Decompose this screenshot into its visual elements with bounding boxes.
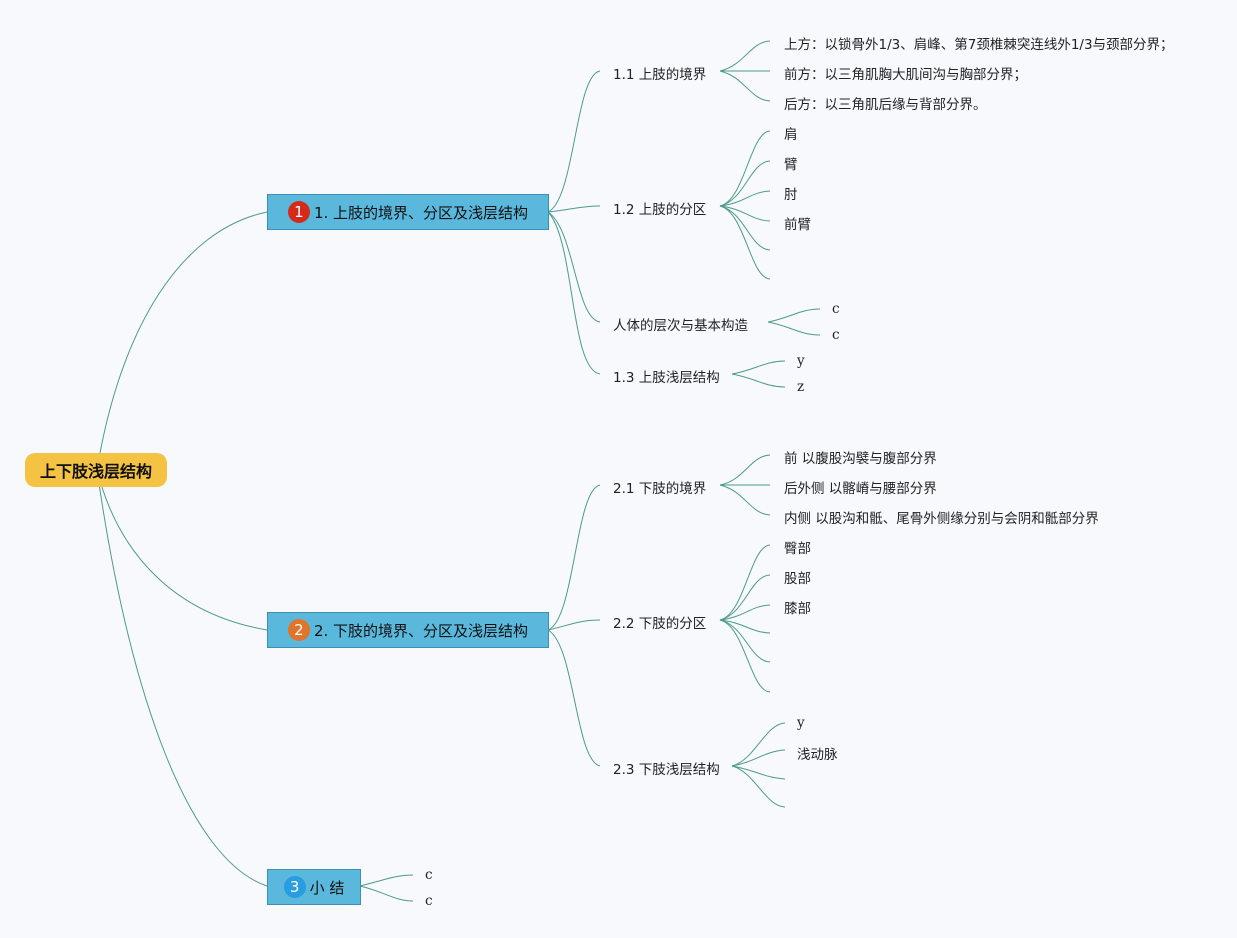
root-label: 上下肢浅层结构	[39, 462, 152, 481]
subtopic-node[interactable]: 1.3 上肢浅层结构	[613, 370, 720, 386]
leaf-node[interactable]: 后外侧 以髂嵴与腰部分界	[784, 481, 937, 497]
leaf-node[interactable]: 臂	[784, 157, 798, 173]
number-badge-icon: 1	[287, 201, 310, 223]
subtopic-node[interactable]: 2.3 下肢浅层结构	[613, 762, 720, 778]
number-badge-icon: 2	[287, 619, 310, 641]
root-node[interactable]: 上下肢浅层结构	[25, 453, 167, 487]
leaf-node[interactable]: 前 以腹股沟襞与腹部分界	[784, 451, 937, 467]
leaf-node[interactable]: 臀部	[784, 541, 811, 557]
leaf-node[interactable]: c	[832, 327, 840, 343]
subtopic-node[interactable]: 1.2 上肢的分区	[613, 202, 707, 218]
leaf-node[interactable]: 浅动脉	[797, 747, 838, 763]
branch-node-2[interactable]: 2 2. 下肢的境界、分区及浅层结构	[267, 612, 549, 648]
leaf-node[interactable]: 前方：以三角肌胸大肌间沟与胸部分界；	[784, 67, 1027, 83]
leaf-node[interactable]: y	[797, 715, 805, 731]
leaf-node[interactable]: 股部	[784, 571, 811, 587]
leaf-node[interactable]: c	[832, 301, 840, 317]
leaf-node[interactable]: 肩	[784, 127, 798, 143]
leaf-node[interactable]: 后方：以三角肌后缘与背部分界。	[784, 97, 987, 113]
number-badge-icon: 3	[283, 876, 306, 898]
leaf-node[interactable]: c	[425, 893, 433, 909]
leaf-node[interactable]: 内侧 以股沟和骶、尾骨外侧缘分别与会阴和骶部分界	[784, 511, 1099, 527]
leaf-node[interactable]: z	[797, 379, 805, 395]
subtopic-node[interactable]: 2.2 下肢的分区	[613, 616, 707, 632]
branch-label: 小 结	[309, 878, 345, 897]
branch-label: 1. 上肢的境界、分区及浅层结构	[313, 203, 529, 222]
branch-node-1[interactable]: 1 1. 上肢的境界、分区及浅层结构	[267, 194, 549, 230]
subtopic-node[interactable]: 1.1 上肢的境界	[613, 67, 707, 83]
subtopic-node[interactable]: 人体的层次与基本构造	[613, 318, 748, 334]
subtopic-node[interactable]: 2.1 下肢的境界	[613, 481, 707, 497]
branch-node-3[interactable]: 3 小 结	[267, 869, 361, 905]
branch-label: 2. 下肢的境界、分区及浅层结构	[313, 621, 529, 640]
leaf-node[interactable]: 膝部	[784, 601, 811, 617]
leaf-node[interactable]: 肘	[784, 187, 798, 203]
leaf-node[interactable]: c	[425, 867, 433, 883]
leaf-node[interactable]: y	[797, 353, 805, 369]
leaf-node[interactable]: 上方：以锁骨外1/3、肩峰、第7颈椎棘突连线外1/3与颈部分界；	[784, 37, 1174, 53]
leaf-node[interactable]: 前臂	[784, 217, 811, 233]
